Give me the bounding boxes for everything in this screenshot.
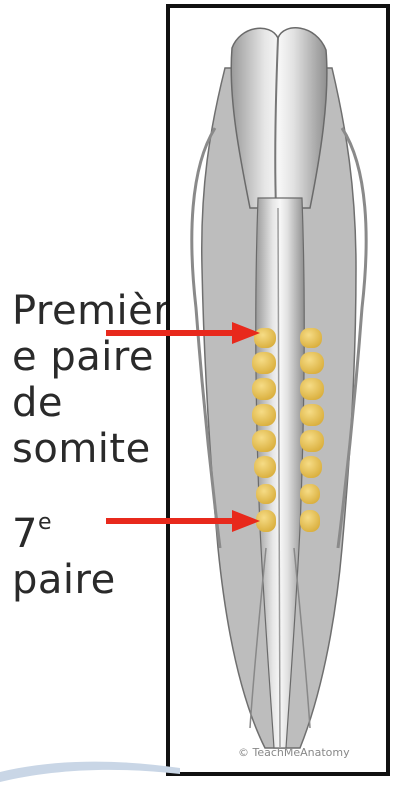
arrow-first-pair: [104, 318, 264, 348]
somite-right-5: [300, 430, 324, 452]
label-line-3: de: [12, 380, 172, 426]
somite-right-4: [300, 404, 324, 426]
seventh-label-line-2: paire: [12, 557, 162, 603]
somite-left-6: [254, 456, 276, 478]
somite-left-2: [252, 352, 276, 374]
decorative-swoosh: [0, 752, 180, 785]
somite-right-1: [300, 328, 322, 348]
somite-left-7: [256, 484, 276, 504]
somite-right-7: [300, 484, 320, 504]
seventh-superscript: e: [38, 510, 52, 535]
embryo-illustration-frame: [166, 4, 390, 776]
seventh-number: 7: [12, 511, 38, 557]
first-somite-pair-label: Premièr e paire de somite: [12, 288, 172, 472]
somite-right-3: [300, 378, 324, 400]
copyright-watermark: © TeachMeAnatomy: [238, 746, 350, 759]
somite-right-6: [300, 456, 322, 478]
somite-right-8: [300, 510, 320, 532]
somite-left-4: [252, 404, 276, 426]
somite-left-3: [252, 378, 276, 400]
arrow-seventh-pair: [104, 506, 264, 536]
somite-left-5: [252, 430, 276, 452]
label-line-4: somite: [12, 426, 172, 472]
somite-right-2: [300, 352, 324, 374]
embryo-dorsal-view-illustration: [170, 8, 386, 772]
